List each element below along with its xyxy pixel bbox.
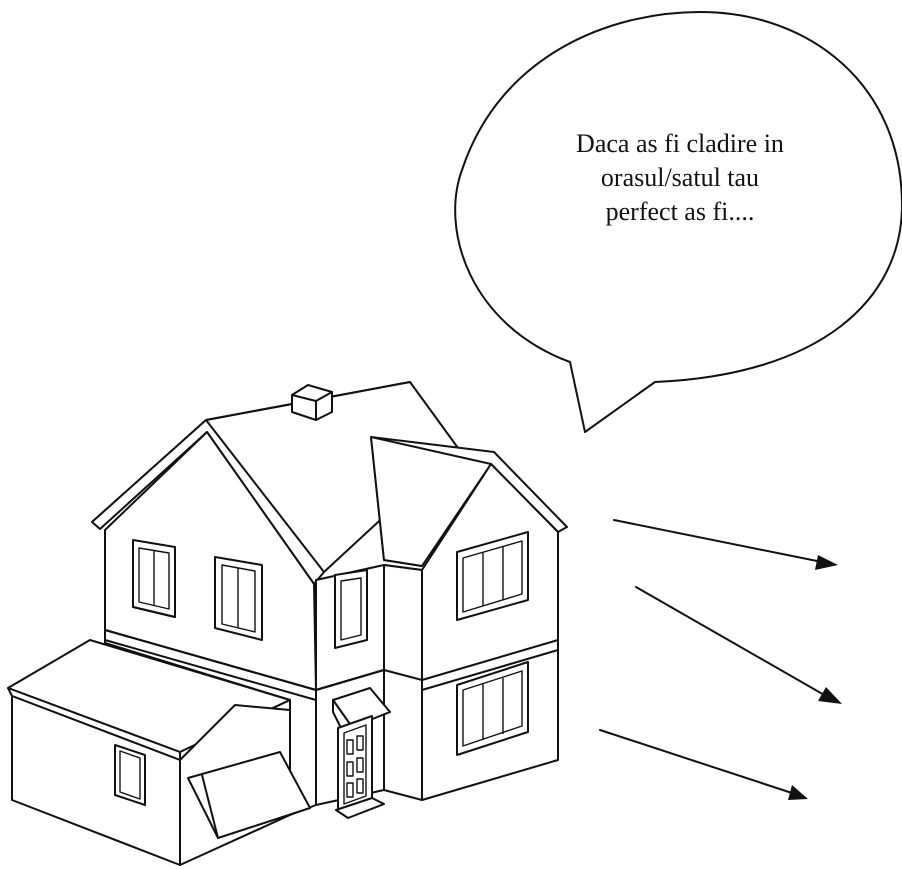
arrow-icon — [599, 729, 808, 800]
speech-line-2: orasul/satul tau — [600, 163, 760, 192]
speech-bubble-shape — [454, 11, 902, 433]
house-icon — [7, 381, 568, 866]
arrow-icon — [635, 586, 842, 704]
speech-line-1: Daca as fi cladire in — [576, 129, 784, 158]
speech-bubble-text: Daca as fi cladire in orasul/satul tau p… — [520, 127, 840, 229]
arrow-icon — [613, 519, 838, 570]
speech-line-3: perfect as fi.... — [605, 197, 755, 226]
